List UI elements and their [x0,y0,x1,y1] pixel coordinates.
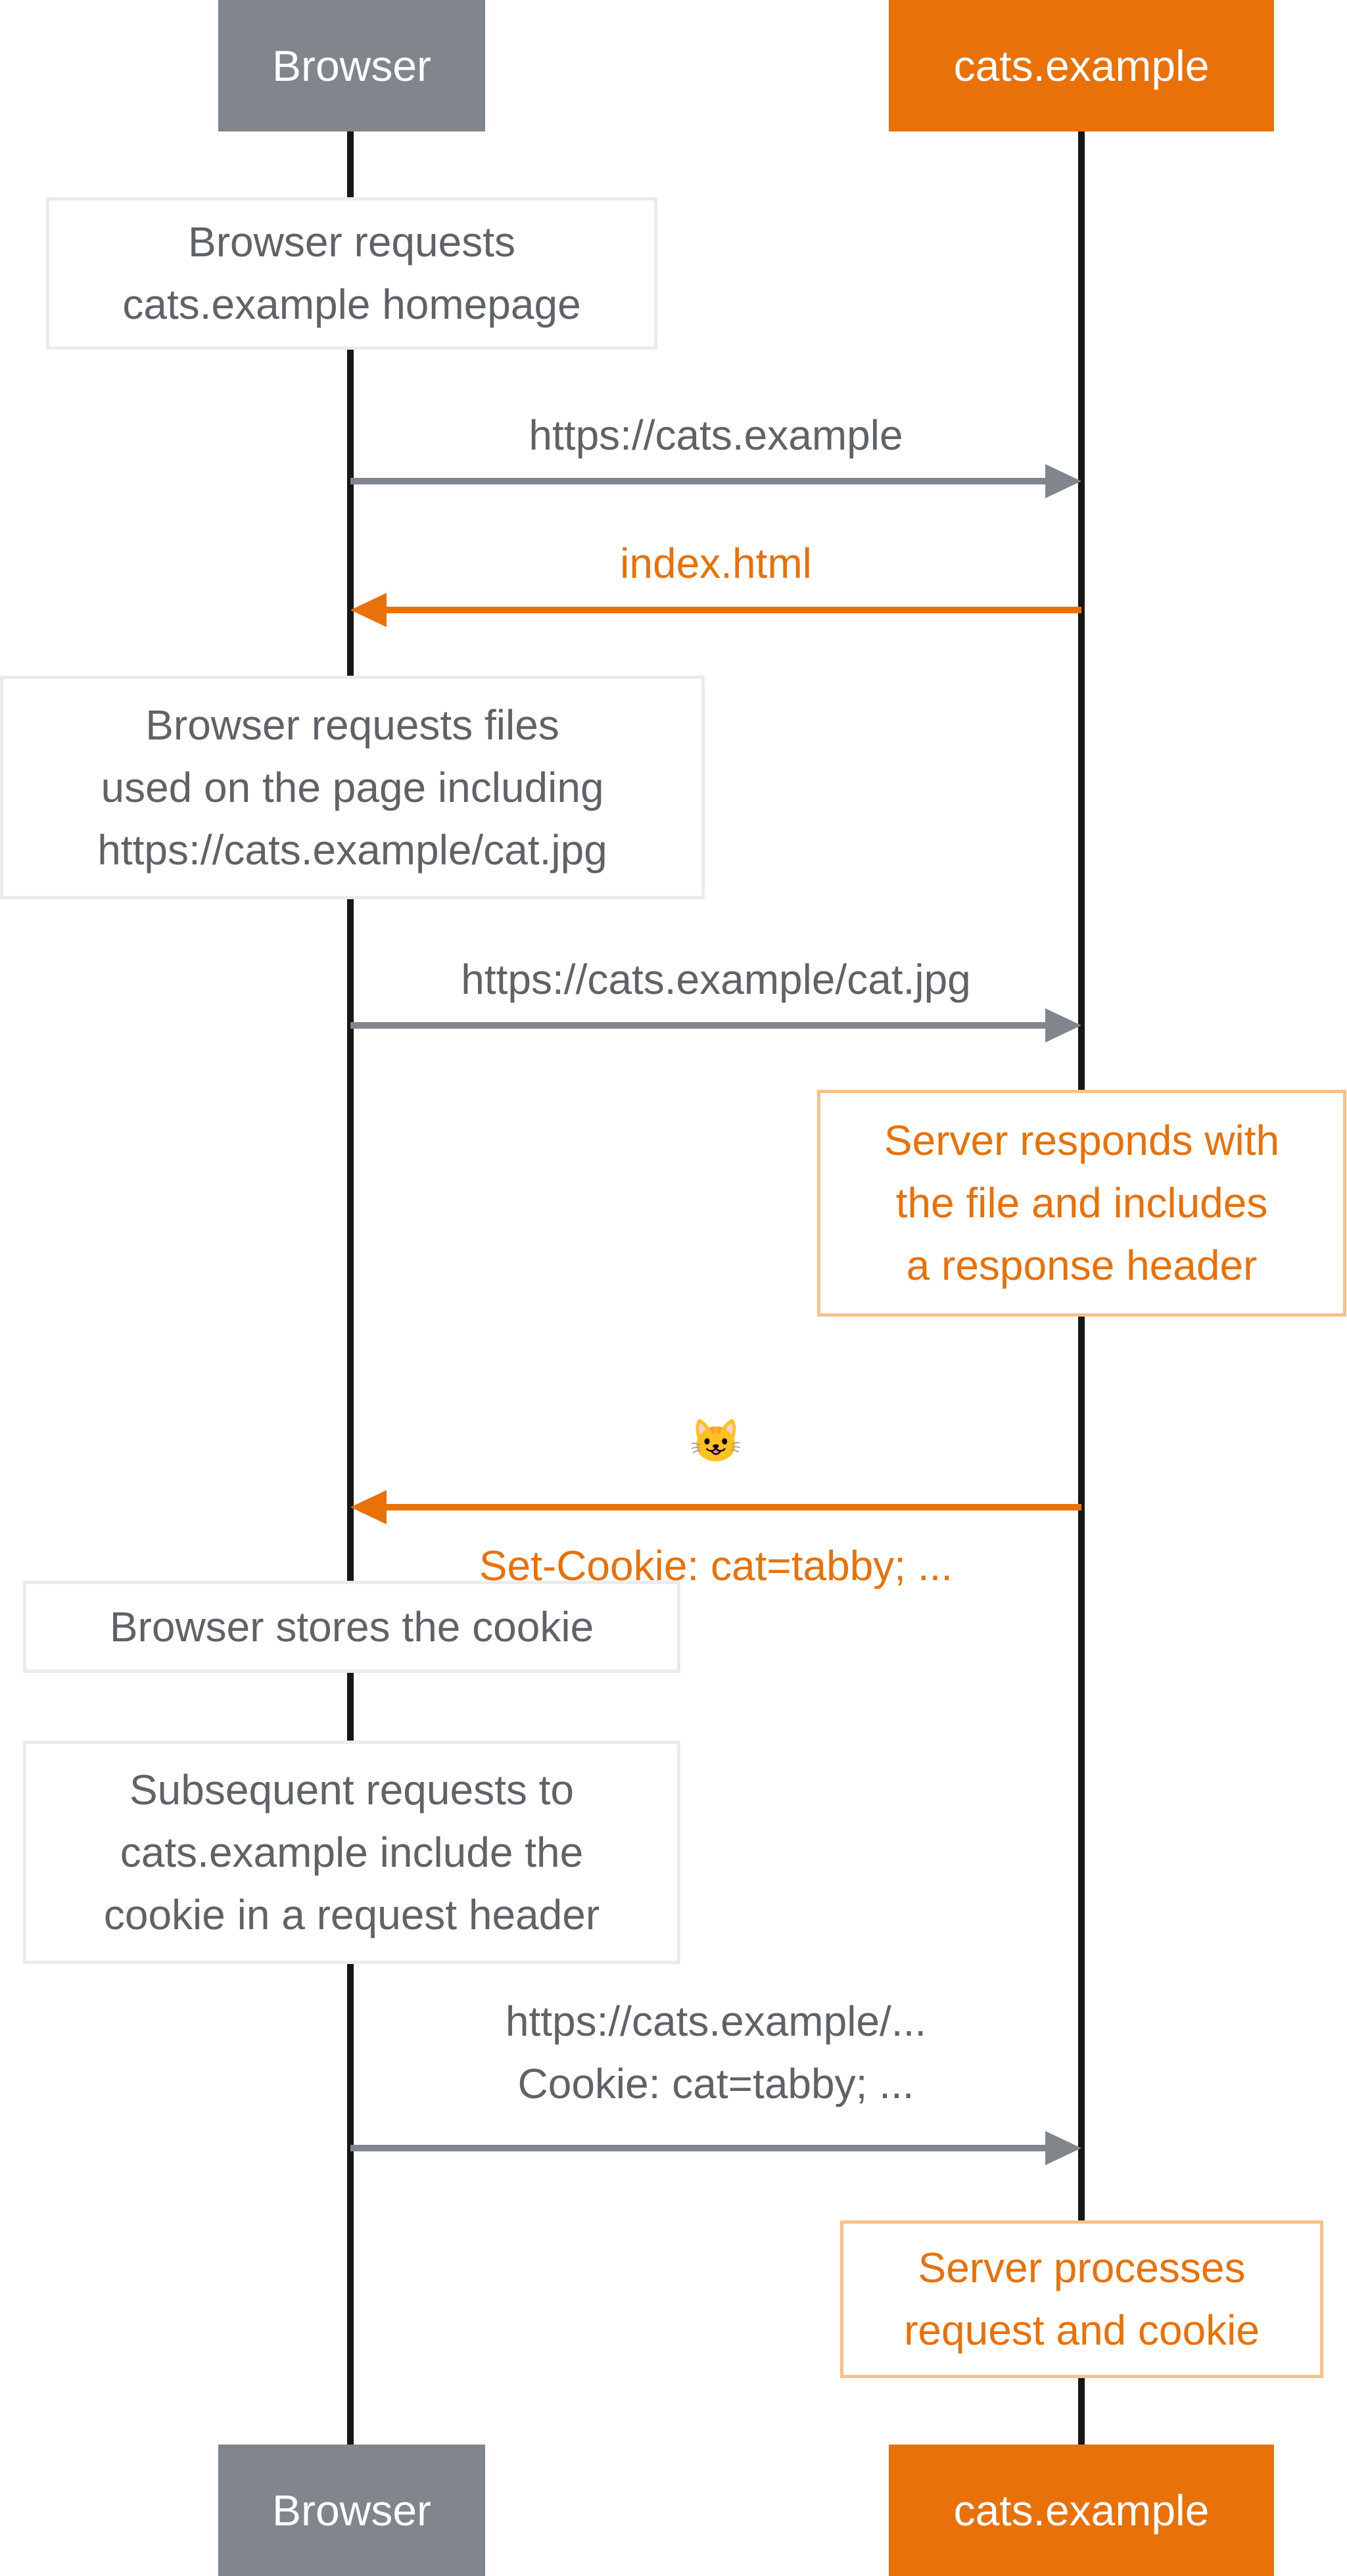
arrow-shaft [383,607,1081,613]
server-actor-bottom: cats.example [889,2445,1274,2576]
note-browser-requests-files: Browser requests files used on the page … [0,676,705,899]
message-label-request-with-cookie: https://cats.example/... Cookie: cat=tab… [505,1998,927,2107]
arrow-request-homepage [350,461,1081,501]
note-server-responds-with-header: Server responds with the file and includ… [817,1090,1346,1317]
message-label-index-html: index.html [620,540,812,587]
arrowhead-right-icon [1045,464,1081,498]
browser-actor-top: Browser [218,0,485,131]
note-subsequent-requests: Subsequent requests to cats.example incl… [23,1741,680,1964]
arrow-shaft [383,1504,1081,1510]
set-cookie-text: Set-Cookie: cat=tabby; ... [479,1542,953,1589]
note-browser-requests-homepage: Browser requests cats.example homepage [46,197,657,350]
message-label-set-cookie: 😺 Set-Cookie: cat=tabby; ... [350,1347,1081,1660]
arrow-shaft [350,1022,1049,1029]
arrowhead-right-icon [1045,2131,1081,2165]
message-label-request-homepage: https://cats.example [529,411,903,459]
note-server-processes-cookie: Server processes request and cookie [840,2220,1323,2378]
browser-actor-bottom: Browser [218,2445,485,2576]
arrowhead-left-icon [350,1490,387,1524]
browser-lifeline [347,131,354,2445]
arrow-shaft [350,478,1049,484]
server-actor-top: cats.example [889,0,1274,131]
arrowhead-right-icon [1045,1008,1081,1042]
cat-emoji: 😺 [690,1417,742,1464]
arrow-request-with-cookie [350,2128,1081,2168]
arrowhead-left-icon [350,593,387,627]
arrow-shaft [350,2145,1049,2151]
note-browser-stores-cookie: Browser stores the cookie [23,1581,680,1673]
arrow-response-index-html [350,590,1081,630]
arrow-request-catjpg [350,1006,1081,1045]
arrow-response-set-cookie [350,1487,1081,1527]
message-label-request-catjpg: https://cats.example/cat.jpg [461,956,971,1003]
